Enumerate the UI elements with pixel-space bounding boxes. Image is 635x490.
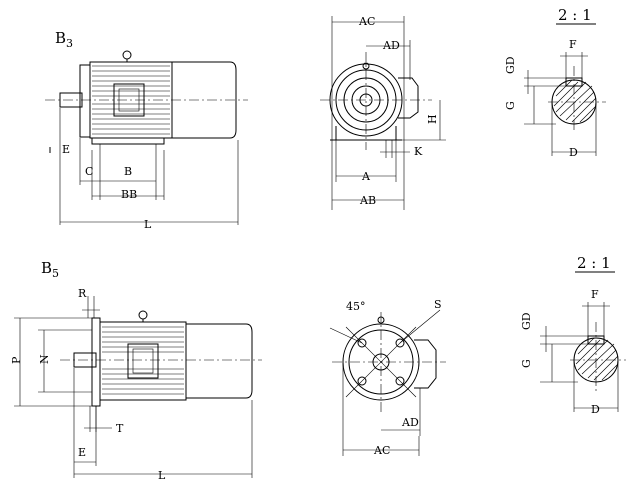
- b3-detail-dim-f: F: [569, 38, 577, 51]
- b5-dim-n: N: [38, 354, 51, 364]
- b3-mount-label: B: [55, 29, 66, 47]
- b3-feet: [91, 137, 165, 145]
- b5-dim-p: P: [10, 356, 23, 364]
- flange-dim-ad: AD: [401, 416, 419, 429]
- end-dim-ad: AD: [382, 39, 400, 52]
- end-dim-ab: AB: [359, 194, 376, 207]
- b5-detail-dim-gd: GD: [520, 312, 533, 330]
- end-lifting-eye: [362, 62, 370, 70]
- b5-terminal-box: [127, 343, 159, 379]
- b3-dim-e: E: [62, 143, 70, 156]
- b3-fan-cover: [172, 61, 237, 139]
- b5-detail-dim-g: G: [520, 359, 533, 368]
- b5-dim-r: R: [78, 287, 87, 300]
- b3-detail-scale: 2 : 1: [558, 6, 592, 24]
- flange-dim-angle: 45°: [346, 300, 366, 313]
- b5-finned-body: [99, 321, 187, 401]
- b5-flange-view: 45° S AD AC: [329, 298, 446, 457]
- b3-dim-c: C: [85, 165, 93, 178]
- end-terminal-box: [398, 77, 419, 119]
- b3-cooling-fins: [92, 65, 170, 135]
- b3-dim-b: B: [124, 165, 132, 178]
- flange-dim-s: S: [434, 298, 442, 311]
- b5-detail-scale: 2 : 1: [577, 254, 611, 272]
- b5-detail-dim-d: D: [591, 403, 600, 416]
- flange-bolt-hole: [395, 376, 405, 386]
- b5-fan-cover: [186, 323, 253, 399]
- b5-detail-dim-f: F: [591, 288, 599, 301]
- b5-dim-t: T: [116, 422, 124, 435]
- b5-dim-e: E: [78, 446, 86, 459]
- end-dim-k: K: [414, 145, 423, 158]
- flange-bolt-hole: [357, 376, 367, 386]
- b3-detail-dim-g: G: [504, 101, 517, 110]
- b5-lifting-eye: [138, 310, 148, 320]
- b5-terminal-cover: [132, 348, 154, 374]
- b3-shaft-detail: 2 : 1 F GD G D: [504, 6, 606, 159]
- b3-detail-dim-d: D: [569, 146, 578, 159]
- b5-mount-sub: 5: [52, 267, 59, 280]
- b3-end-view: AC AD H K A AB: [320, 15, 446, 210]
- b5-cooling-fins: [102, 326, 184, 395]
- b5-side-view: B 5: [10, 259, 262, 482]
- b5-shaft-detail: 2 : 1 F GD G D: [520, 254, 626, 416]
- end-dim-ac: AC: [358, 15, 375, 28]
- b3-lifting-eye: [122, 50, 132, 60]
- b3-side-view: B 3: [45, 29, 248, 231]
- flange-bolt-hole: [357, 338, 367, 348]
- end-dim-a: A: [361, 170, 371, 183]
- b3-detail-dim-gd: GD: [504, 56, 517, 74]
- b5-dim-l: L: [158, 469, 166, 482]
- end-dim-h: H: [426, 114, 439, 124]
- flange-terminal-box: [414, 339, 437, 389]
- b3-dim-l: L: [144, 218, 152, 231]
- b3-mount-sub: 3: [66, 37, 73, 50]
- b3-dim-bb: BB: [121, 188, 137, 201]
- b5-mount-label: B: [41, 259, 52, 277]
- flange-bolt-hole: [395, 338, 405, 348]
- flange-dim-ac: AC: [373, 444, 390, 457]
